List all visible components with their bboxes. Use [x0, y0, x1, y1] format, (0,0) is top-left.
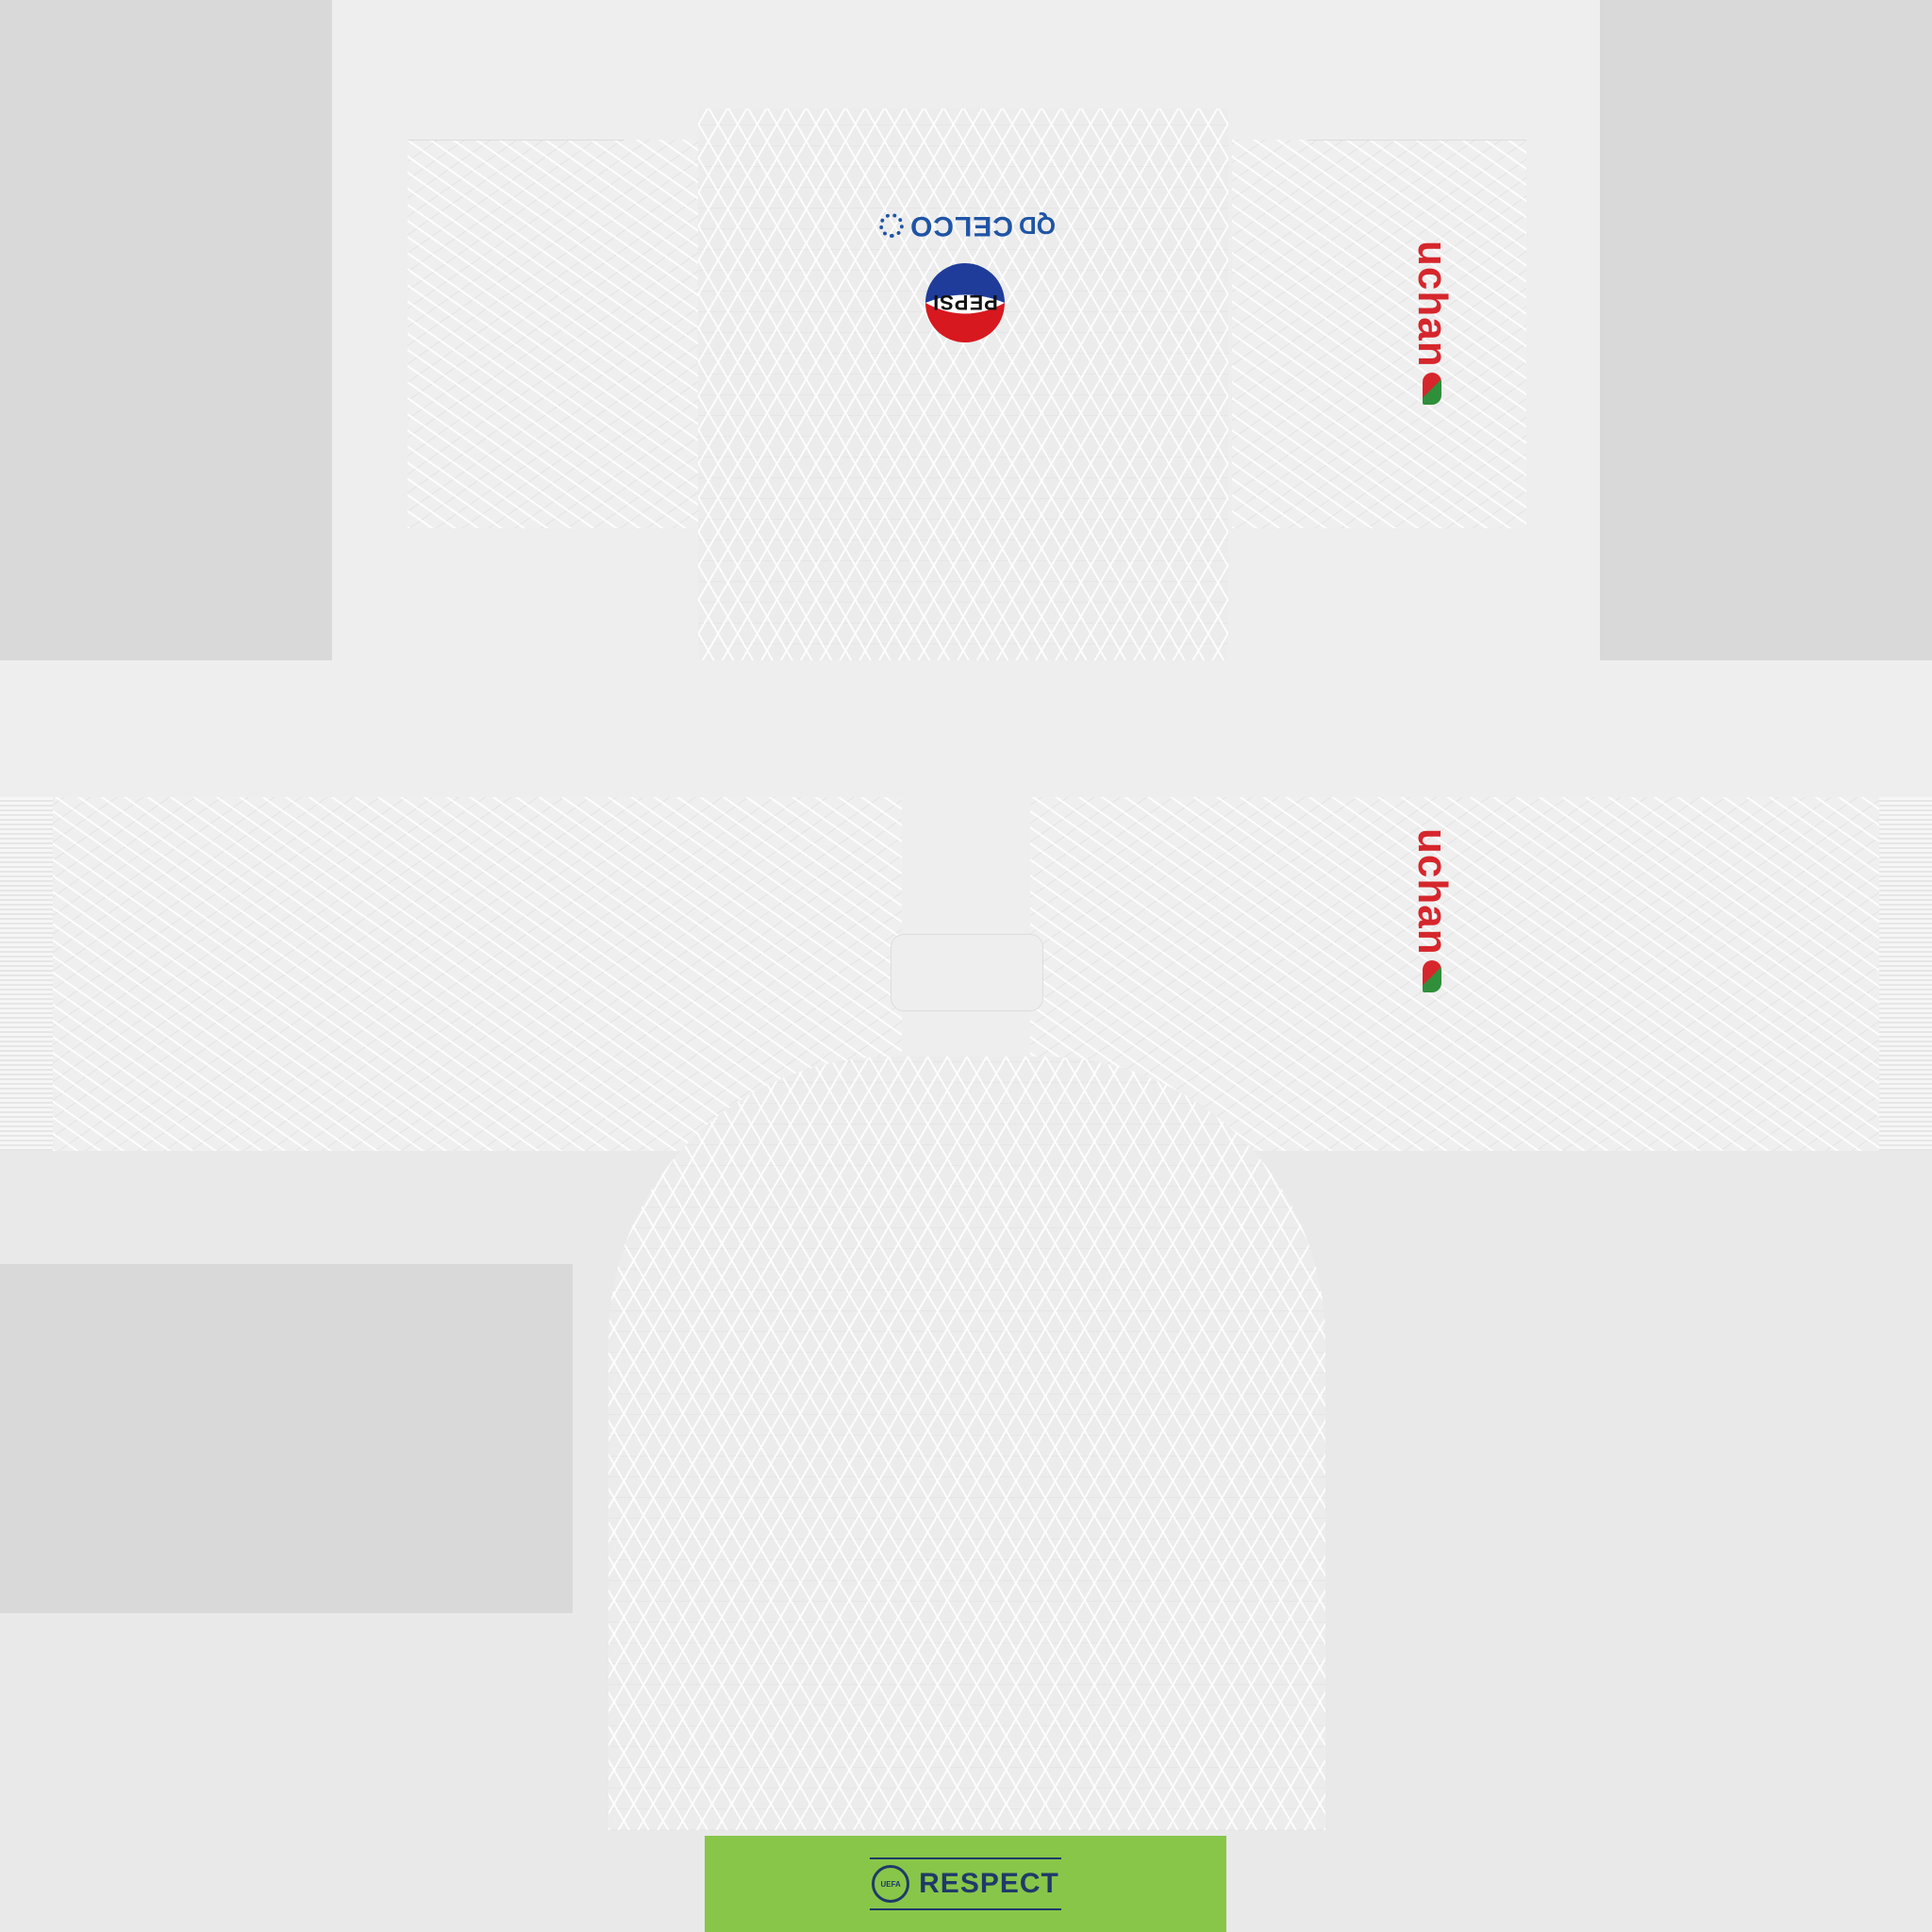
- sleeve-panel-top-right: [1232, 140, 1526, 528]
- celco-text: CELCO: [908, 210, 1013, 242]
- cuff-left: [0, 797, 53, 1151]
- respect-badge: UEFA RESPECT: [705, 1836, 1226, 1932]
- background-block-top-left: [0, 0, 332, 660]
- celco-prefix: QD: [1018, 211, 1056, 241]
- back-body-panel: [608, 1057, 1325, 1830]
- sleeve-panel-top-left: [408, 140, 700, 528]
- pepsi-text: PEPSI: [932, 291, 998, 314]
- background-block-top-right: [1600, 0, 1932, 660]
- collar-piece: [891, 934, 1043, 1011]
- celco-logo: QD CELCO: [878, 209, 1056, 242]
- leaf-icon: [1423, 373, 1441, 406]
- auchan-logo-top-sleeve: uchan: [1406, 200, 1458, 445]
- sleeve-panel-right: [1030, 797, 1879, 1151]
- uefa-emblem-label: UEFA: [880, 1879, 901, 1889]
- sleeve-cuff-top-right: [1307, 19, 1526, 141]
- cuff-right: [1879, 797, 1932, 1151]
- celco-gear-icon: [878, 213, 904, 238]
- uefa-emblem-icon: UEFA: [872, 1865, 910, 1903]
- pepsi-globe-icon: [925, 263, 1005, 342]
- auchan-logo-right-sleeve: uchan: [1406, 755, 1458, 1066]
- background-block-bottom-left: [0, 1264, 573, 1613]
- sleeve-cuff-top-left: [408, 19, 625, 141]
- auchan-text: uchan: [1409, 240, 1456, 368]
- respect-label: RESPECT: [919, 1868, 1059, 1899]
- leaf-icon-2: [1423, 960, 1441, 993]
- pepsi-logo: PEPSI: [924, 260, 1006, 345]
- auchan-text-2: uchan: [1409, 827, 1456, 956]
